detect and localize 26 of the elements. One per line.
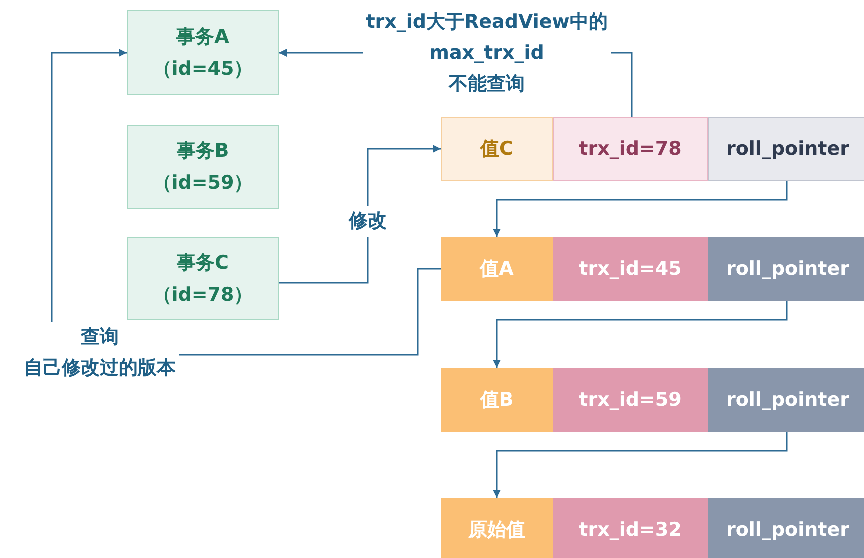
value-cell: 值B [441,368,553,432]
transaction-name: 事务A [176,24,230,50]
transaction-id: （id=45） [152,56,254,82]
arrow [493,181,788,237]
trx-id-cell: trx_id=32 [553,498,708,558]
edge-label: 修改 [346,206,390,237]
transaction-box [127,125,279,209]
value-cell: 值C [441,117,553,181]
transaction-box [127,237,279,320]
roll-pointer-cell: roll_pointer [708,498,864,558]
arrow [279,145,441,284]
trx-id-cell: trx_id=78 [553,117,708,181]
value-cell: 值A [441,237,553,301]
trx-id-cell: trx_id=59 [553,368,708,432]
roll-pointer-cell: roll_pointer [708,237,864,301]
arrow [493,432,788,498]
transaction-id: （id=78） [152,282,254,308]
value-cell: 原始值 [441,498,553,558]
transaction-box [127,10,279,95]
transaction-name: 事务C [177,250,229,276]
trx-id-cell: trx_id=45 [553,237,708,301]
roll-pointer-cell: roll_pointer [708,117,864,181]
transaction-id: （id=59） [152,171,254,196]
arrow [493,301,788,368]
transaction-name: 事务B [176,139,230,164]
roll-pointer-cell: roll_pointer [708,368,864,432]
